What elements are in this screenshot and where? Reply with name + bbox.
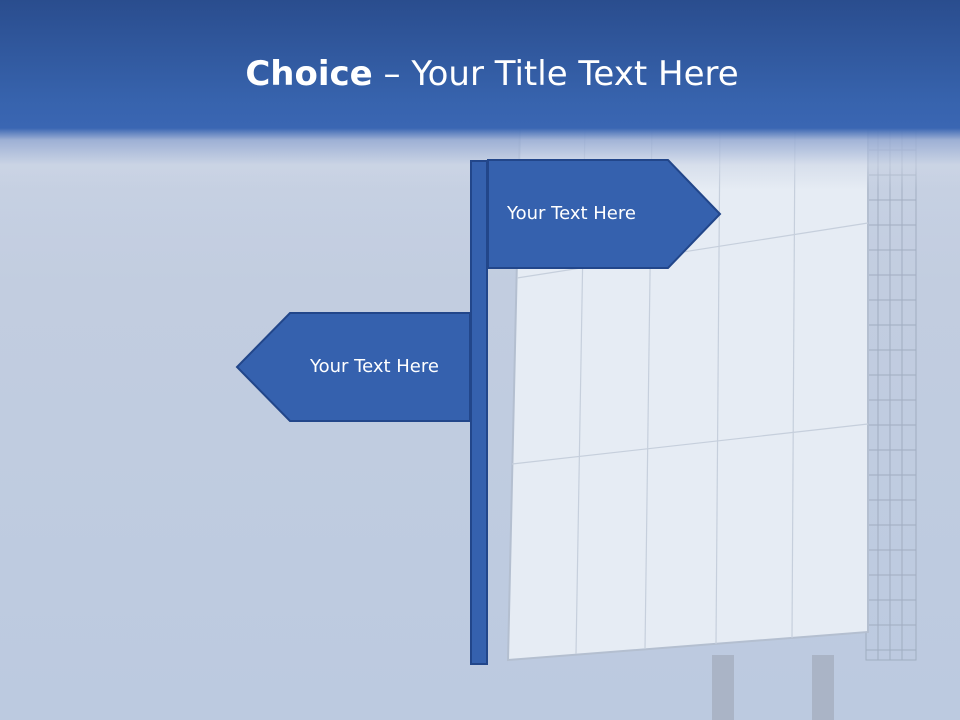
title-rest: – Your Title Text Here bbox=[372, 54, 739, 94]
right-arrow-sign bbox=[487, 159, 722, 269]
right-sign-text[interactable]: Your Text Here bbox=[507, 203, 636, 224]
title-bold: Choice bbox=[245, 54, 373, 94]
left-sign-text[interactable]: Your Text Here bbox=[310, 356, 439, 377]
signpost-pole bbox=[470, 160, 488, 665]
slide-title: Choice – Your Title Text Here bbox=[0, 52, 960, 96]
header-band bbox=[0, 0, 960, 190]
